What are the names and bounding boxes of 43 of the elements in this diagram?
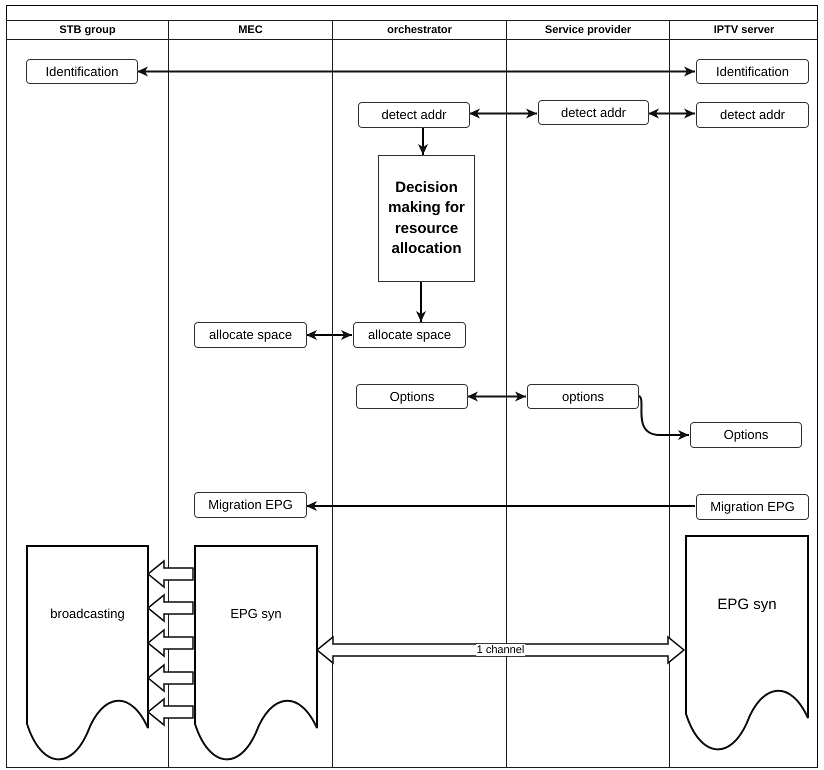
arrow: [469, 108, 537, 118]
process-box: detect addr: [358, 102, 470, 128]
arrow: [306, 330, 352, 340]
lane-header: IPTV server: [670, 20, 818, 40]
arrow: [648, 108, 695, 118]
process-box: Identification: [26, 59, 138, 84]
block-arrow: [146, 559, 194, 589]
process-box: detect addr: [538, 100, 649, 125]
arrow: [418, 128, 428, 155]
swimlane: [168, 20, 332, 768]
process-box: Identification: [696, 59, 809, 84]
shape-label: broadcasting: [49, 606, 126, 622]
process-box: allocate space: [194, 322, 307, 348]
document-shape: [194, 545, 318, 763]
lane-header: orchestrator: [333, 20, 506, 40]
block-arrow: [146, 593, 194, 623]
arrow: [467, 392, 526, 402]
shape-label: EPG syn: [716, 596, 778, 614]
process-box: options: [527, 384, 639, 409]
lane-header: STB group: [7, 20, 168, 40]
document-shape: [685, 535, 809, 753]
arrow: [306, 501, 695, 511]
document-shape: [26, 545, 149, 763]
edge-label: 1 channel: [476, 644, 526, 656]
block-arrow: [316, 635, 686, 665]
lane-header: MEC: [169, 20, 332, 40]
process-box: Options: [356, 384, 468, 409]
arrow: [137, 66, 695, 76]
process-box: Migration EPG: [696, 494, 809, 520]
block-arrow: [146, 628, 194, 658]
process-box: Options: [690, 422, 802, 448]
block-arrow: [146, 697, 194, 727]
swimlane: [669, 20, 818, 768]
arrow: [638, 395, 689, 440]
swimlane: [6, 20, 168, 768]
shape-label: EPG syn: [229, 606, 283, 622]
process-box: detect addr: [696, 102, 809, 128]
arrow: [416, 282, 426, 322]
lane-header: Service provider: [507, 20, 669, 40]
process-box: Migration EPG: [194, 492, 307, 518]
decision-box: Decision making for resource allocation: [378, 155, 475, 282]
block-arrow: [146, 663, 194, 693]
process-box: allocate space: [353, 322, 466, 348]
